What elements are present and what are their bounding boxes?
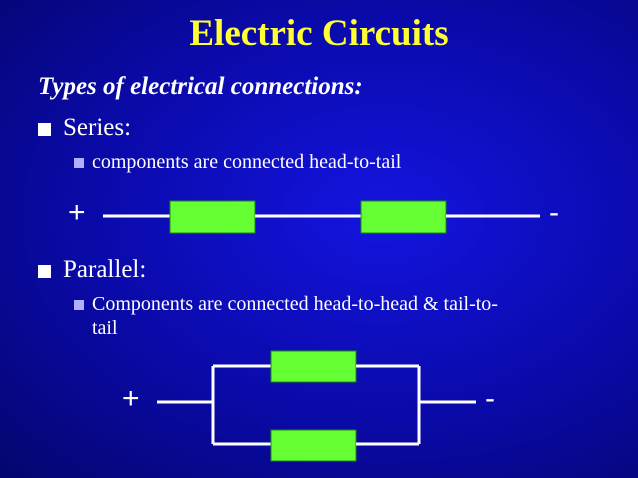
bullet-parallel-description: Components are connected head-to-head & … xyxy=(74,292,498,340)
square-bullet-icon xyxy=(38,265,51,278)
series-plus-sign: + xyxy=(68,196,86,229)
parallel-label: Parallel: xyxy=(63,256,147,283)
slide-title: Electric Circuits xyxy=(189,13,449,54)
slide-subtitle: Types of electrical connections: xyxy=(38,73,363,100)
parallel-description-line1: Components are connected head-to-head & … xyxy=(92,293,498,315)
bullet-parallel: Parallel: xyxy=(38,255,146,285)
square-bullet-icon xyxy=(38,123,51,136)
square-bullet-icon xyxy=(74,158,84,168)
parallel-circuit-diagram: + - xyxy=(122,350,495,462)
parallel-plus-sign: + xyxy=(122,382,140,415)
parallel-component-bottom xyxy=(270,429,357,462)
series-description: components are connected head-to-tail xyxy=(92,151,402,173)
bullet-series: Series: xyxy=(38,113,131,143)
series-label: Series: xyxy=(63,114,132,141)
series-circuit-diagram: + - xyxy=(68,196,559,234)
bullet-series-description: components are connected head-to-tail xyxy=(74,150,401,174)
parallel-description-line2: tail xyxy=(92,317,118,339)
parallel-component-top xyxy=(270,350,357,383)
series-component-1 xyxy=(169,200,256,234)
series-minus-sign: - xyxy=(549,196,559,229)
square-bullet-icon xyxy=(74,300,84,310)
series-component-2 xyxy=(360,200,447,234)
parallel-minus-sign: - xyxy=(485,382,495,415)
parallel-description: Components are connected head-to-head & … xyxy=(92,292,498,340)
